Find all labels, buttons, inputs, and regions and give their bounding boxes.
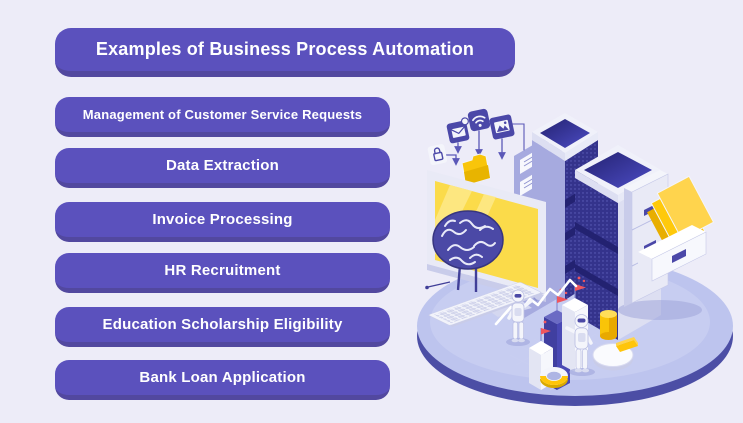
robot-left [506, 289, 533, 346]
page-title: Examples of Business Process Automation [55, 28, 515, 77]
image-icon [489, 114, 515, 140]
brain [425, 210, 538, 302]
donut-chart [540, 367, 568, 388]
list-item-label: Management of Customer Service Requests [82, 107, 363, 122]
list-item-label: HR Recruitment [164, 262, 281, 279]
list-item-invoice-processing: Invoice Processing [55, 202, 390, 242]
mail-icon [446, 117, 470, 144]
list-item-hr-recruitment: HR Recruitment [55, 253, 390, 293]
list-item-label: Invoice Processing [152, 211, 293, 228]
list-item-label: Education Scholarship Eligibility [102, 316, 343, 333]
pie-chart [592, 337, 638, 371]
list-item-customer-service: Management of Customer Service Requests [55, 97, 390, 137]
lock-icon [427, 144, 448, 166]
yellow-cylinder [600, 310, 617, 340]
automation-illustration [417, 108, 733, 406]
page-title-label: Examples of Business Process Automation [95, 39, 475, 59]
folder-icon [461, 153, 491, 186]
list-item-label: Bank Loan Application [139, 369, 306, 386]
monitor-with-brain [425, 170, 546, 317]
icon-cluster [427, 108, 525, 186]
open-drawer [638, 225, 707, 282]
list-item-scholarship-eligibility: Education Scholarship Eligibility [55, 307, 390, 347]
wifi-icon [467, 108, 491, 132]
robot-right [565, 314, 595, 376]
file-cabinet [618, 170, 715, 320]
list-item-bank-loan: Bank Loan Application [55, 360, 390, 400]
list-item-data-extraction: Data Extraction [55, 148, 390, 188]
list-item-label: Data Extraction [165, 157, 280, 174]
